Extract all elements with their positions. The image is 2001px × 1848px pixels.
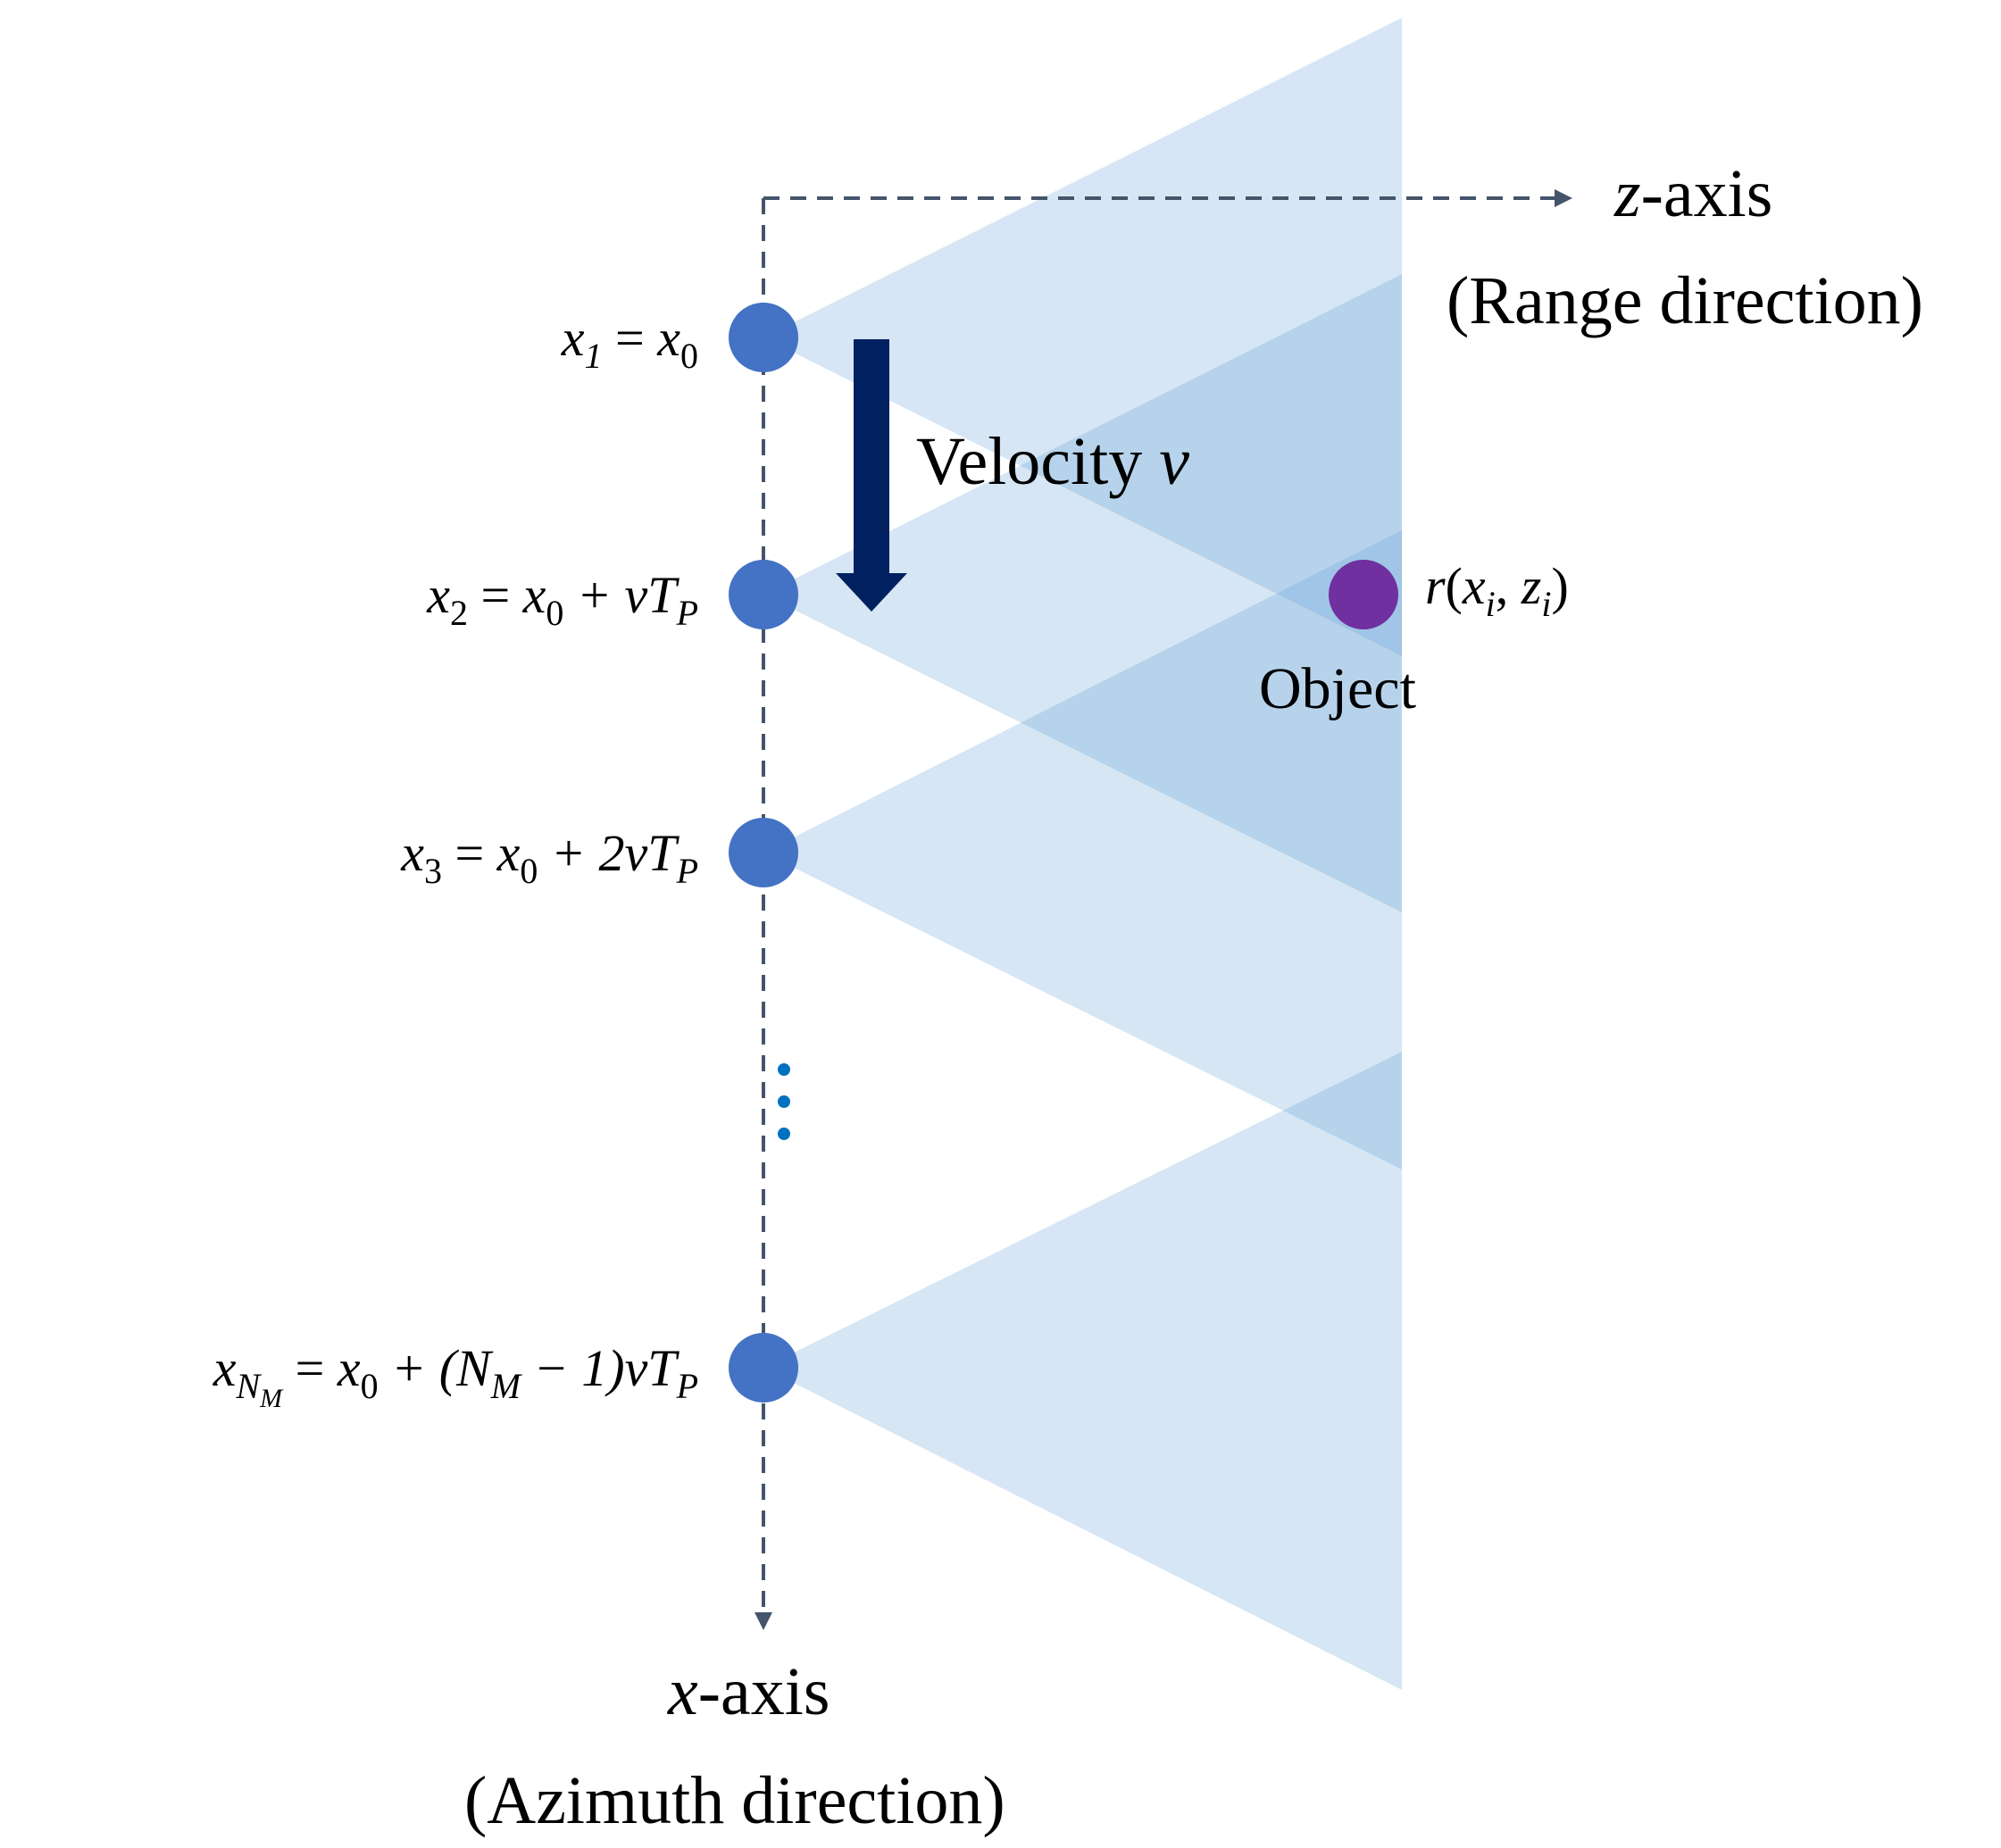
beam-2	[763, 274, 1402, 912]
radar-position-nm	[729, 1333, 798, 1403]
object-formula: r(xi, zi)	[1425, 557, 1569, 624]
radar-position-1	[729, 303, 798, 372]
radar-position-3	[729, 818, 798, 887]
velocity-label: Velocity v	[916, 424, 1189, 499]
z-axis-label: z-axis	[1613, 156, 1772, 231]
ellipsis-dots	[778, 1063, 790, 1140]
beam-nm	[763, 1052, 1402, 1690]
radar-beams	[763, 18, 1402, 1690]
beam-3	[763, 530, 1402, 1170]
position-label-1: x1 = x0	[561, 309, 698, 376]
x-axis-caption: (Azimuth direction)	[464, 1763, 1005, 1838]
beam-1	[763, 18, 1402, 656]
z-axis-caption: (Range direction)	[1447, 263, 1923, 338]
velocity-arrow	[836, 339, 907, 612]
position-label-2: x2 = x0 + vTP	[426, 566, 698, 633]
radar-positions	[729, 303, 798, 1403]
position-label-3: x3 = x0 + 2vTP	[400, 824, 698, 891]
object-point	[1329, 560, 1398, 629]
object-label: Object	[1259, 656, 1416, 721]
radar-position-2	[729, 560, 798, 629]
position-label-nm: xNM = x0 + (NM − 1)vTP	[213, 1339, 698, 1413]
x-axis-label: x-axis	[667, 1654, 830, 1729]
